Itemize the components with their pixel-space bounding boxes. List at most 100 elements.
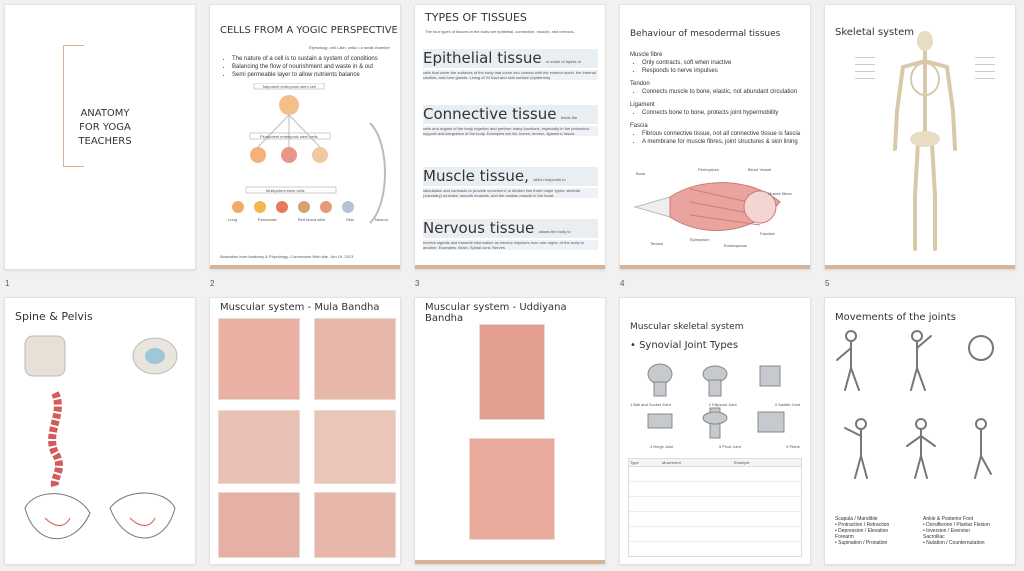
leg-muscles-image-2 xyxy=(314,492,396,558)
section-head: Ligament xyxy=(630,102,655,108)
skeleton-illustration xyxy=(893,31,957,251)
joint-label-row: 4 Hinge Joint 5 Pivot Joint 6 Plane xyxy=(650,444,800,449)
movement-item: • Dorsiflexion / Plantar Flexion xyxy=(923,522,990,528)
slide-thumb-8[interactable]: Muscular system - Uddiyana Bandha xyxy=(415,298,605,564)
bullet: Semi permeable layer to allow nutrients … xyxy=(232,71,400,79)
slide-title: Skeletal system xyxy=(835,27,915,38)
bullet: A membrane for muscle fibres, joint stru… xyxy=(642,138,805,146)
cell-label: Neuron xyxy=(374,217,388,222)
slide-thumb-6[interactable]: Spine & Pelvis xyxy=(5,298,195,564)
tissue-suffix: is made of layers of xyxy=(546,59,581,64)
slide-thumb-2[interactable]: CELLS FROM A YOGIC PERSPECTIVE Etymology… xyxy=(210,5,400,269)
joint-label: 6 Plane xyxy=(786,444,800,449)
slide-number: 1 xyxy=(5,279,10,288)
slide-thumb-10[interactable]: Movements of the joints Scapula / Mandib… xyxy=(825,298,1015,564)
tissue-block: Nervous tissue allows the body to receiv… xyxy=(423,219,598,250)
slide-title: ANATOMY FOR YOGA TEACHERS xyxy=(78,108,132,147)
slide-title: Spine & Pelvis xyxy=(15,310,93,323)
joint-label: 4 Hinge Joint xyxy=(650,444,674,449)
slide-accent-bar xyxy=(620,265,810,269)
pelvic-floor-image-left xyxy=(218,318,300,400)
diagram-label: Fascicle xyxy=(760,231,775,236)
slide-accent-bar xyxy=(415,560,605,564)
tissue-heading: Connective tissue xyxy=(423,105,557,123)
slide-title: TYPES OF TISSUES xyxy=(425,11,527,24)
cell-label: Pancreatic xyxy=(257,217,277,222)
slide-title: CELLS FROM A YOGIC PERSPECTIVE xyxy=(220,25,398,36)
slide-number: 3 xyxy=(415,279,420,288)
joint-label: 3 Saddle Joint xyxy=(774,402,800,407)
cell-label: Skin xyxy=(346,217,354,222)
movement-head: Sacroiliac xyxy=(923,534,945,540)
slide-thumb-5[interactable]: Skeletal system xyxy=(825,5,1015,269)
slide-title: Muscular system - Uddiyana Bandha xyxy=(425,302,567,324)
slide-thumb-1[interactable]: ANATOMY FOR YOGA TEACHERS xyxy=(5,5,195,269)
cell-label-row: Lung Pancreatic Red blood cells Skin Neu… xyxy=(228,217,388,222)
bullet-list: The nature of a cell is to sustain a sys… xyxy=(220,55,400,79)
movement-item: • Protraction / Retraction xyxy=(835,522,890,528)
joint-label: 1 Ball and Socket Joint xyxy=(630,402,671,407)
tissue-desc: cells that cover the surfaces of the bod… xyxy=(423,70,598,80)
slide-number: 5 xyxy=(825,279,830,288)
slide-title: Muscular skeletal system xyxy=(630,322,744,332)
movement-item: • Nutation / Counternutation xyxy=(923,540,985,546)
slide-thumb-4[interactable]: Behaviour of mesodermal tissues Muscle f… xyxy=(620,5,810,269)
joint-types-illustration xyxy=(647,363,785,439)
tissue-desc: receive signals and transmit information… xyxy=(423,240,598,250)
etymology: Etymology: cell Latin, cella = a small c… xyxy=(308,45,390,50)
section-head: Fascia xyxy=(630,123,648,129)
multipotent-label: Multipotent stem cells xyxy=(266,188,305,193)
joint-label-row: 1 Ball and Socket Joint 2 Ellipsoid Join… xyxy=(630,402,800,407)
tissue-heading: Epithelial tissue xyxy=(423,49,542,67)
pluripotent-label: Pluripotent embryonic stem cells xyxy=(260,134,318,139)
joint-label: 5 Pivot Joint xyxy=(718,444,741,449)
slide-title: Muscular system - Mula Bandha xyxy=(220,302,380,313)
tissue-desc: cells and organs of the body together an… xyxy=(423,126,598,136)
slide-accent-bar xyxy=(415,265,605,269)
bullet: Balancing the flow of nourishment and wa… xyxy=(232,63,400,71)
movement-head: Forearm xyxy=(835,534,854,540)
slide-thumb-9[interactable]: Muscular skeletal system • Synovial Join… xyxy=(620,298,810,564)
stem-cell-diagram xyxy=(232,83,386,224)
bullet: Fibrous connective tissue, not all conne… xyxy=(642,130,805,138)
side-labels-right xyxy=(975,51,995,85)
pelvic-floor-image-right xyxy=(314,318,396,400)
diagram-label: Blood Vessel xyxy=(748,167,772,172)
tissue-heading: Nervous tissue xyxy=(423,219,535,237)
totipotent-label: Totipotent embryonic stem cell xyxy=(262,84,316,89)
hip-muscles-image-1 xyxy=(218,410,300,484)
tissue-block: Muscle tissue, which responds to stimula… xyxy=(423,167,598,198)
pelvis-illustration xyxy=(24,492,176,540)
tissue-desc: stimulation and contracts to provide mov… xyxy=(423,188,598,198)
bullet: Responds to nerve impulses xyxy=(642,67,805,75)
movement-head: Scapula / Mandible xyxy=(835,516,878,522)
movement-item: • Supination / Pronation xyxy=(835,540,888,546)
tissue-behaviour-list: Muscle fibre Only contracts, soft when i… xyxy=(630,51,805,146)
movement-item: • Depression / Elevation xyxy=(835,528,889,534)
joint-label: 2 Ellipsoid Joint xyxy=(708,402,737,407)
slide-title: Behaviour of mesodermal tissues xyxy=(630,29,781,39)
joint-movement-figures xyxy=(836,330,994,479)
movement-item: • Inversion / Eversion xyxy=(923,528,971,534)
bullet: Connects muscle to bone, elastic, not ab… xyxy=(642,88,805,96)
cell-label: Red blood cells xyxy=(297,217,326,222)
tissue-heading: Muscle tissue, xyxy=(423,167,529,185)
slide-thumb-3[interactable]: TYPES OF TISSUES The four types of tissu… xyxy=(415,5,605,269)
spine-illustration xyxy=(48,391,63,487)
leg-muscles-image-1 xyxy=(218,492,300,558)
movement-head: Ankle & Posterior Foot xyxy=(923,516,974,522)
bullet: Connects bone to bone, protects joint hy… xyxy=(642,109,805,117)
bullet: Only contracts, soft when inactive xyxy=(642,59,805,67)
movement-list-left: Scapula / Mandible • Protraction / Retra… xyxy=(835,516,925,546)
tissue-suffix: which responds to xyxy=(533,177,566,182)
slide-thumb-7[interactable]: Muscular system - Mula Bandha xyxy=(210,298,400,564)
movement-list-right: Ankle & Posterior Foot • Dorsiflexion / … xyxy=(923,516,1013,546)
diagram-label: Perimysium xyxy=(698,167,719,172)
slide-accent-bar xyxy=(825,265,1015,269)
slide-accent-bar xyxy=(210,265,400,269)
slide-subtitle: • Synovial Joint Types xyxy=(630,340,739,351)
tissue-block: Epithelial tissue is made of layers of c… xyxy=(423,49,598,80)
abdominal-muscles-image xyxy=(479,324,545,420)
vertebra-illustration xyxy=(24,335,178,377)
slide-title: Movements of the joints xyxy=(835,312,956,323)
